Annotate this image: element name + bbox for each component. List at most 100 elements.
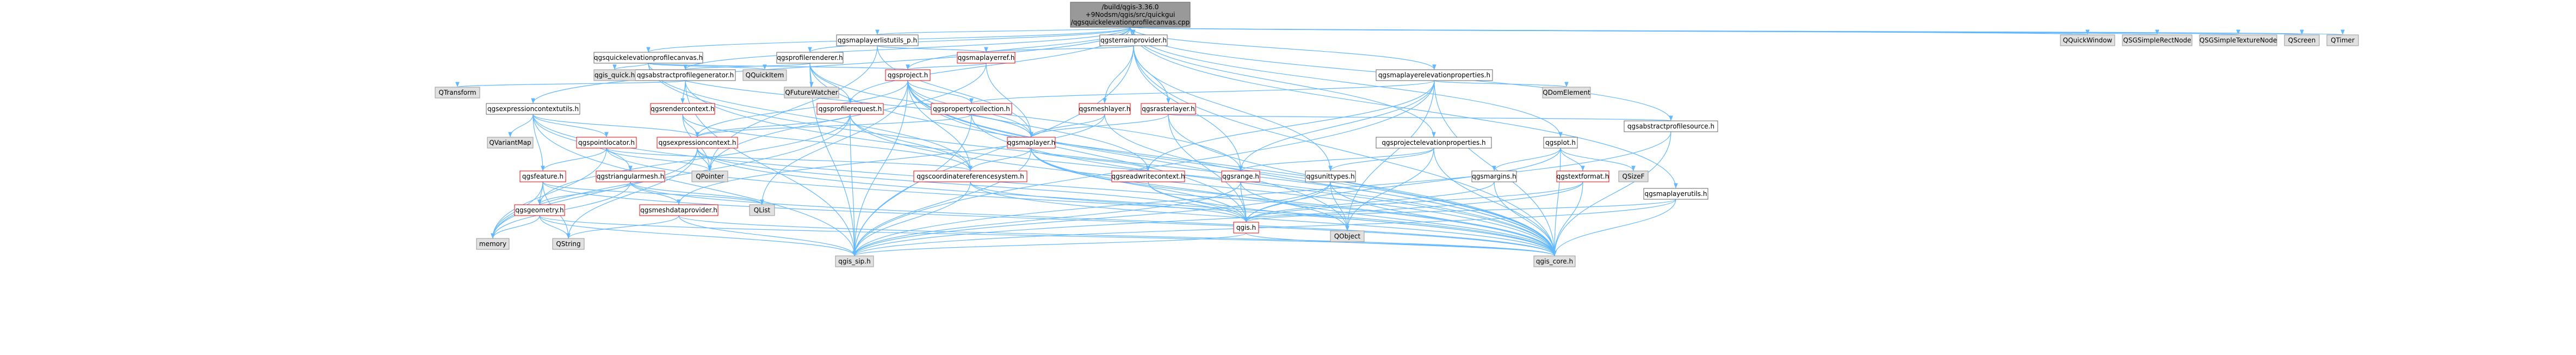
node-qgsexpressioncontextutils[interactable]: qgsexpressioncontextutils.h	[486, 103, 580, 115]
node-box-qgsplot[interactable]	[1543, 137, 1578, 149]
node-qgsmaplayerref[interactable]: qgsmaplayerref.h	[957, 52, 1015, 64]
node-box-QPointer[interactable]	[691, 170, 728, 182]
node-QFutureWatcher[interactable]: QFutureWatcher	[784, 87, 839, 99]
node-qgstriangularmesh[interactable]: qgstriangularmesh.h	[596, 170, 665, 182]
node-QSGSimpleTextureNode[interactable]: QSGSimpleTextureNode	[2199, 34, 2277, 46]
node-box-qgsterrainprovider[interactable]	[1099, 34, 1168, 46]
node-QScreen[interactable]: QScreen	[2284, 34, 2320, 46]
node-qgsprojectelevationproperties[interactable]: qgsprojectelevationproperties.h	[1376, 137, 1492, 149]
node-box-qgis_quick[interactable]	[593, 69, 636, 81]
node-box-QDomElement[interactable]	[1542, 87, 1591, 99]
node-box-qgsprofilerequest[interactable]	[816, 103, 884, 115]
node-box-QList[interactable]	[749, 204, 775, 216]
node-qgsmaplayer[interactable]: qgsmaplayer.h	[1007, 137, 1056, 149]
node-box-qgsquickelevationprofilecanvas[interactable]	[593, 52, 703, 64]
node-qgsmargins[interactable]: qgsmargins.h	[1471, 170, 1517, 182]
node-box-QFutureWatcher[interactable]	[784, 87, 839, 99]
node-box-qgscoordinatereferencesystem[interactable]	[913, 170, 1027, 182]
node-qgsreadwritecontext[interactable]: qgsreadwritecontext.h	[1111, 170, 1185, 182]
node-qgsmaplayerelevationproperties[interactable]: qgsmaplayerelevationproperties.h	[1376, 69, 1493, 81]
node-QObject[interactable]: QObject	[1330, 230, 1365, 242]
node-qgscoordinatereferencesystem[interactable]: qgscoordinatereferencesystem.h	[913, 170, 1027, 182]
node-qgsgeometry[interactable]: qgsgeometry.h	[514, 204, 565, 216]
node-box-qgsexpressioncontextutils[interactable]	[486, 103, 580, 115]
node-box-qgsunittypes[interactable]	[1305, 170, 1356, 182]
node-box-QSGSimpleTextureNode[interactable]	[2199, 34, 2277, 46]
node-box-qgsmaplayer[interactable]	[1007, 137, 1056, 149]
node-qgsabstractprofilesource[interactable]: qgsabstractprofilesource.h	[1624, 120, 1718, 132]
node-qgsexpressioncontext[interactable]: qgsexpressioncontext.h	[657, 137, 738, 149]
node-box-QScreen[interactable]	[2284, 34, 2320, 46]
node-qgsrendercontext[interactable]: qgsrendercontext.h	[650, 103, 715, 115]
node-box-qgspropertycollection[interactable]	[931, 103, 1012, 115]
node-qgsprofilerequest[interactable]: qgsprofilerequest.h	[816, 103, 884, 115]
node-QSGSimpleRectNode[interactable]: QSGSimpleRectNode	[2122, 34, 2193, 46]
node-qgsfeature[interactable]: qgsfeature.h	[519, 170, 566, 182]
node-box-qgsrange[interactable]	[1221, 170, 1260, 182]
node-box-qgsabstractprofilesource[interactable]	[1624, 120, 1718, 132]
node-qgspointlocator[interactable]: qgspointlocator.h	[576, 137, 637, 149]
node-box-qgsprojectelevationproperties[interactable]	[1376, 137, 1492, 149]
node-root[interactable]: /build/qgis-3.36.0+9Nodsm/qgis/src/quick…	[1070, 2, 1191, 28]
node-box-qgsmaplayerref[interactable]	[957, 52, 1015, 64]
node-qgsunittypes[interactable]: qgsunittypes.h	[1305, 170, 1356, 182]
node-box-QTimer[interactable]	[2326, 34, 2359, 46]
node-qgsrasterlayer[interactable]: qgsrasterlayer.h	[1141, 103, 1196, 115]
node-qgsrange[interactable]: qgsrange.h	[1221, 170, 1260, 182]
node-qgis_core[interactable]: qgis_core.h	[1533, 255, 1576, 267]
node-box-QSGSimpleRectNode[interactable]	[2122, 34, 2193, 46]
node-qgsmeshlayer[interactable]: qgsmeshlayer.h	[1079, 103, 1131, 115]
node-box-qgsfeature[interactable]	[519, 170, 566, 182]
node-box-qgsmaplayerlistutils_p[interactable]	[836, 34, 919, 46]
node-box-QTransform[interactable]	[435, 87, 480, 99]
node-qgsmaplayerlistutils_p[interactable]: qgsmaplayerlistutils_p.h	[836, 34, 919, 46]
node-box-qgis[interactable]	[1233, 222, 1259, 234]
node-box-QVariantMap[interactable]	[487, 137, 534, 149]
node-box-qgsproject[interactable]	[885, 69, 931, 81]
node-box-qgsrendercontext[interactable]	[650, 103, 715, 115]
node-qgis_sip[interactable]: qgis_sip.h	[835, 255, 874, 267]
node-memory[interactable]: memory	[476, 238, 510, 250]
node-qgis[interactable]: qgis.h	[1233, 222, 1259, 234]
node-box-qgis_sip[interactable]	[835, 255, 874, 267]
node-QTransform[interactable]: QTransform	[435, 87, 480, 99]
node-qgsplot[interactable]: qgsplot.h	[1543, 137, 1578, 149]
node-qgsmaplayerutils[interactable]: qgsmaplayerutils.h	[1643, 188, 1708, 200]
node-QPointer[interactable]: QPointer	[691, 170, 728, 182]
node-box-qgsmaplayerutils[interactable]	[1643, 188, 1708, 200]
node-qgis_quick[interactable]: qgis_quick.h	[593, 69, 636, 81]
node-QQuickWindow[interactable]: QQuickWindow	[2060, 34, 2115, 46]
node-QTimer[interactable]: QTimer	[2326, 34, 2359, 46]
node-qgsabstractprofilegenerator[interactable]: qgsabstractprofilegenerator.h	[635, 69, 736, 81]
node-box-qgsrasterlayer[interactable]	[1141, 103, 1196, 115]
node-box-qgstriangularmesh[interactable]	[596, 170, 665, 182]
node-QSizeF[interactable]: QSizeF	[1618, 170, 1649, 182]
node-box-qgsmaplayerelevationproperties[interactable]	[1376, 69, 1493, 81]
node-qgsmeshdataprovider[interactable]: qgsmeshdataprovider.h	[639, 204, 719, 216]
node-QDomElement[interactable]: QDomElement	[1542, 87, 1591, 99]
node-qgstextformat[interactable]: qgstextformat.h	[1556, 170, 1609, 182]
node-qgsproject[interactable]: qgsproject.h	[885, 69, 931, 81]
node-box-root[interactable]	[1070, 2, 1191, 28]
node-QVariantMap[interactable]: QVariantMap	[487, 137, 534, 149]
node-box-qgsreadwritecontext[interactable]	[1111, 170, 1185, 182]
node-box-qgspointlocator[interactable]	[576, 137, 637, 149]
node-box-QQuickItem[interactable]	[742, 69, 787, 81]
node-box-qgsexpressioncontext[interactable]	[657, 137, 738, 149]
node-box-QQuickWindow[interactable]	[2060, 34, 2115, 46]
node-qgspropertycollection[interactable]: qgspropertycollection.h	[931, 103, 1012, 115]
node-QQuickItem[interactable]: QQuickItem	[742, 69, 787, 81]
node-box-qgis_core[interactable]	[1533, 255, 1576, 267]
node-box-memory[interactable]	[476, 238, 510, 250]
node-QString[interactable]: QString	[552, 238, 585, 250]
node-QList[interactable]: QList	[749, 204, 775, 216]
node-box-qgstextformat[interactable]	[1556, 170, 1609, 182]
node-qgsterrainprovider[interactable]: qgsterrainprovider.h	[1099, 34, 1168, 46]
node-box-QString[interactable]	[552, 238, 585, 250]
node-qgsquickelevationprofilecanvas[interactable]: qgsquickelevationprofilecanvas.h	[593, 52, 703, 64]
node-box-QSizeF[interactable]	[1618, 170, 1649, 182]
node-box-qgsprofilerenderer[interactable]	[776, 52, 844, 64]
node-box-qgsmeshlayer[interactable]	[1079, 103, 1131, 115]
node-qgsprofilerenderer[interactable]: qgsprofilerenderer.h	[776, 52, 844, 64]
node-box-qgsgeometry[interactable]	[514, 204, 565, 216]
